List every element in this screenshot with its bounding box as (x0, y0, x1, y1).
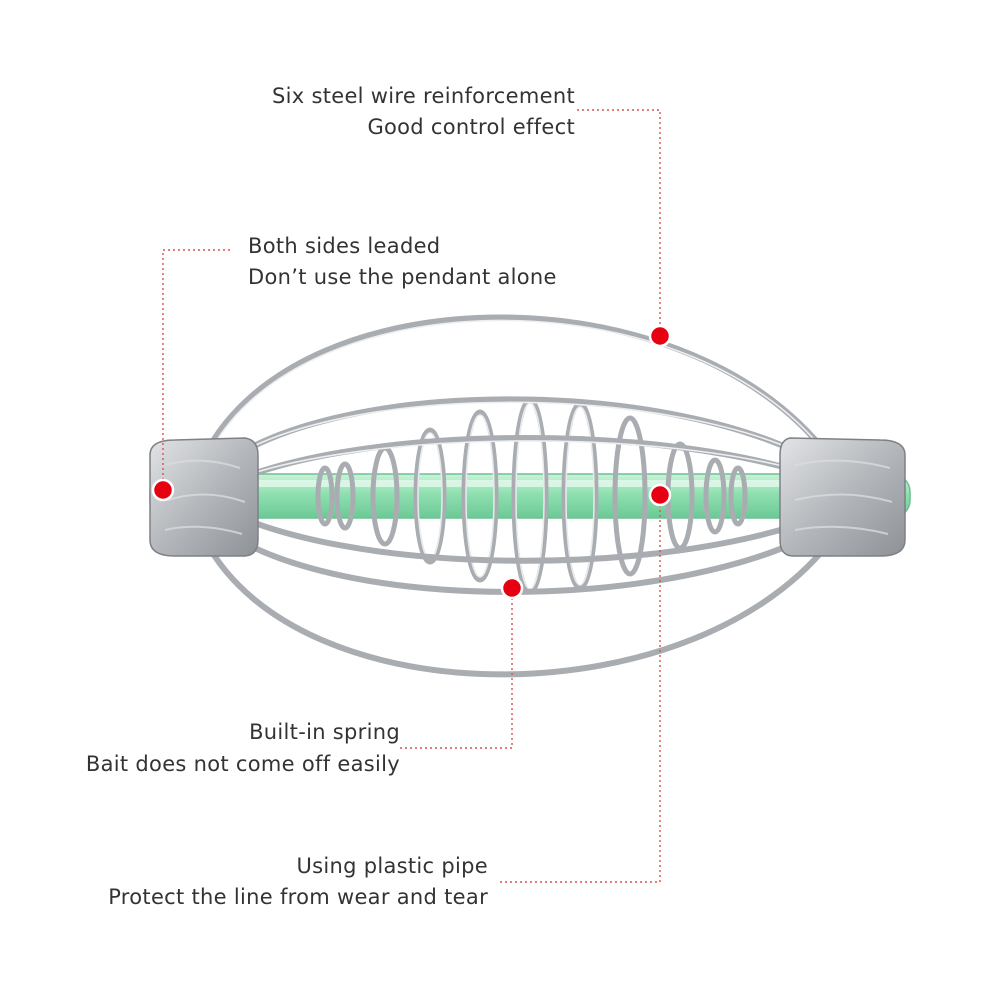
leader-lines (162, 109, 661, 883)
callout-spring-line1: Built-in spring (249, 720, 400, 744)
leader-line-spring (400, 588, 513, 749)
marker-pipe (648, 483, 672, 507)
callout-markers (151, 324, 672, 600)
leader-line-wire (577, 109, 661, 336)
callout-leaded-line2: Don’t use the pendant alone (248, 265, 557, 289)
callout-spring-line2: Bait does not come off easily (85, 752, 400, 776)
leader-line-leaded (162, 249, 232, 490)
marker-leaded (151, 478, 175, 502)
lead-weight-left (149, 437, 259, 557)
marker-spring (500, 576, 524, 600)
callout-leaded-line1: Both sides leaded (248, 234, 441, 258)
callout-wire-line2: Good control effect (367, 115, 575, 139)
leader-line-pipe (500, 495, 661, 883)
callout-pipe-line2: Protect the line from wear and tear (108, 885, 488, 909)
plastic-pipe (149, 473, 911, 519)
callout-pipe-line1: Using plastic pipe (296, 854, 488, 878)
marker-wire (648, 324, 672, 348)
lead-weight-right (779, 437, 906, 557)
callout-wire-line1: Six steel wire reinforcement (271, 84, 575, 108)
